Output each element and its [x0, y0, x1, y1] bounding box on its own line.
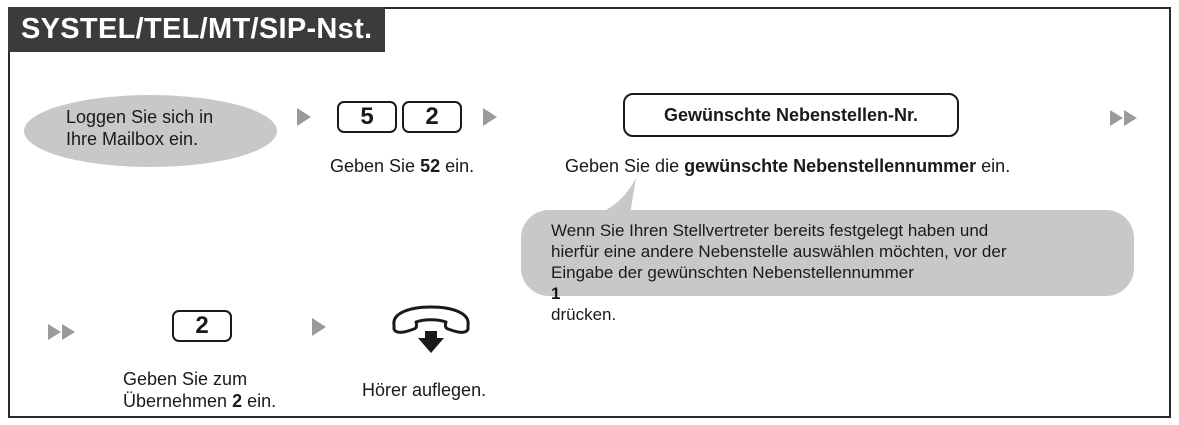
note-line-3-post: drücken. — [551, 305, 617, 324]
step4-caption-line-1: Geben Sie zum — [123, 369, 248, 389]
extension-number-box: Gewünschte Nebenstellen-Nr. — [623, 93, 959, 137]
diagram-frame — [8, 7, 1171, 418]
step4-caption-line-2-pre: Übernehmen — [123, 391, 233, 411]
login-oval — [24, 95, 277, 167]
note-line-1: Wenn Sie Ihren Stellvertreter bereits fe… — [551, 221, 989, 240]
triangle-right-icon — [297, 108, 311, 126]
login-line-1: Loggen Sie sich in — [66, 107, 214, 127]
triangle-right-icon — [312, 318, 326, 336]
step2-caption-post: ein. — [440, 156, 475, 176]
note-line-3-bold: 1 — [551, 284, 561, 303]
key-2-confirm: 2 — [172, 310, 232, 342]
step4-caption-line-2: Übernehmen 2 ein. — [123, 390, 276, 412]
step4-caption: Geben Sie zum Übernehmen 2 ein. — [123, 368, 276, 412]
handset-hang-up-icon — [392, 305, 470, 353]
login-text: Loggen Sie sich in Ihre Mailbox ein. — [66, 106, 213, 150]
bubble-tail — [598, 178, 636, 214]
note-line-3-pre: Eingabe der gewünschten Nebenstellennumm… — [551, 263, 914, 282]
step2-caption-pre: Geben Sie — [330, 156, 421, 176]
note-line-3: Eingabe der gewünschten Nebenstellennumm… — [551, 262, 1007, 325]
login-line-2: Ihre Mailbox ein. — [66, 129, 199, 149]
note-text: Wenn Sie Ihren Stellvertreter bereits fe… — [551, 220, 1007, 325]
step2-caption: Geben Sie 52 ein. — [330, 155, 474, 177]
key-2: 2 — [402, 101, 462, 133]
key-5: 5 — [337, 101, 397, 133]
step4-caption-line-2-bold: 2 — [232, 391, 243, 411]
step3-caption-bold: gewünschte Nebenstellennummer — [684, 156, 977, 176]
note-bubble — [521, 210, 1134, 296]
step3-caption-post: ein. — [976, 156, 1011, 176]
step3-caption-pre: Geben Sie die — [565, 156, 685, 176]
step3-caption: Geben Sie die gewünschte Nebenstellennum… — [565, 155, 1010, 177]
step2-caption-bold: 52 — [420, 156, 441, 176]
step4-caption-line-2-post: ein. — [242, 391, 277, 411]
triangle-right-icon — [483, 108, 497, 126]
note-line-2: hierfür eine andere Nebenstelle auswähle… — [551, 242, 1007, 261]
step5-caption: Hörer auflegen. — [362, 380, 487, 400]
title-bar: SYSTEL/TEL/MT/SIP-Nst. — [8, 7, 385, 52]
